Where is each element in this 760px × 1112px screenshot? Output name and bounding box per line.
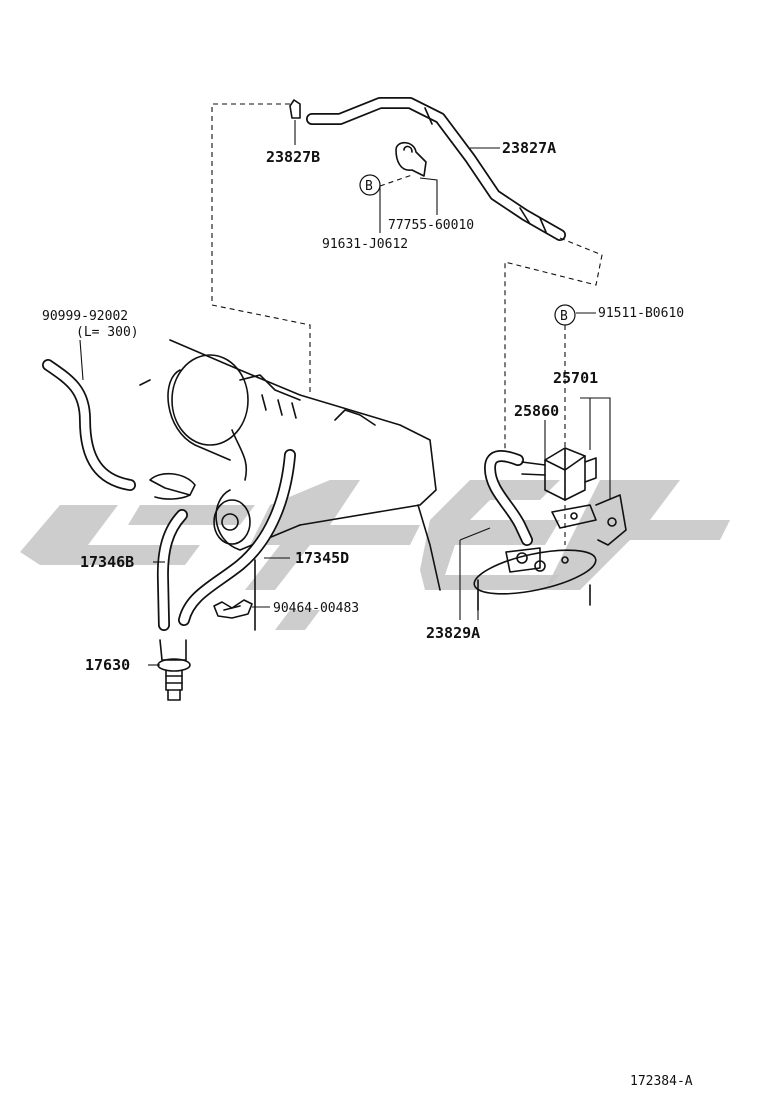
label-90464-00483: 90464-00483 xyxy=(273,601,359,616)
label-23829A: 23829A xyxy=(426,624,480,642)
clip-90464 xyxy=(213,599,253,619)
vacuum-switch-17630 xyxy=(157,639,191,701)
label-90999-length: (L= 300) xyxy=(76,325,139,340)
label-91511-B0610: 91511-B0610 xyxy=(598,306,684,321)
pipe-23827A xyxy=(306,97,566,241)
label-90999-92002: 90999-92002 xyxy=(42,309,128,324)
clamp-77755 xyxy=(395,141,427,177)
label-91631-J0612: 91631-J0612 xyxy=(322,237,408,252)
leader-lines xyxy=(79,120,611,666)
label-25701: 25701 xyxy=(553,369,598,387)
hose-23829A xyxy=(484,450,533,546)
hose-90999-92002 xyxy=(42,359,136,491)
label-25860: 25860 xyxy=(514,402,559,420)
ref-b-bolt-1: B xyxy=(359,174,381,196)
clamp-17346 xyxy=(149,472,196,500)
hose-17345D xyxy=(178,449,296,626)
hose-17346B xyxy=(156,509,188,631)
engine-body xyxy=(139,339,441,631)
dashed-leaders xyxy=(211,103,603,545)
label-17345D: 17345D xyxy=(295,549,349,567)
label-23827B: 23827B xyxy=(266,148,320,166)
vsv-25860 xyxy=(521,447,597,501)
plug-23827B xyxy=(289,99,301,119)
ref-b-bolt-2: B xyxy=(554,304,576,326)
label-77755-60010: 77755-60010 xyxy=(388,218,474,233)
drawing-number: 172384-A xyxy=(630,1074,693,1089)
bracket-25701 xyxy=(551,494,627,546)
ref-b-label-1: B xyxy=(365,179,373,194)
ref-b-label-2: B xyxy=(560,309,568,324)
label-17346B: 17346B xyxy=(80,553,134,571)
label-17630: 17630 xyxy=(85,656,130,674)
label-23827A: 23827A xyxy=(502,139,556,157)
